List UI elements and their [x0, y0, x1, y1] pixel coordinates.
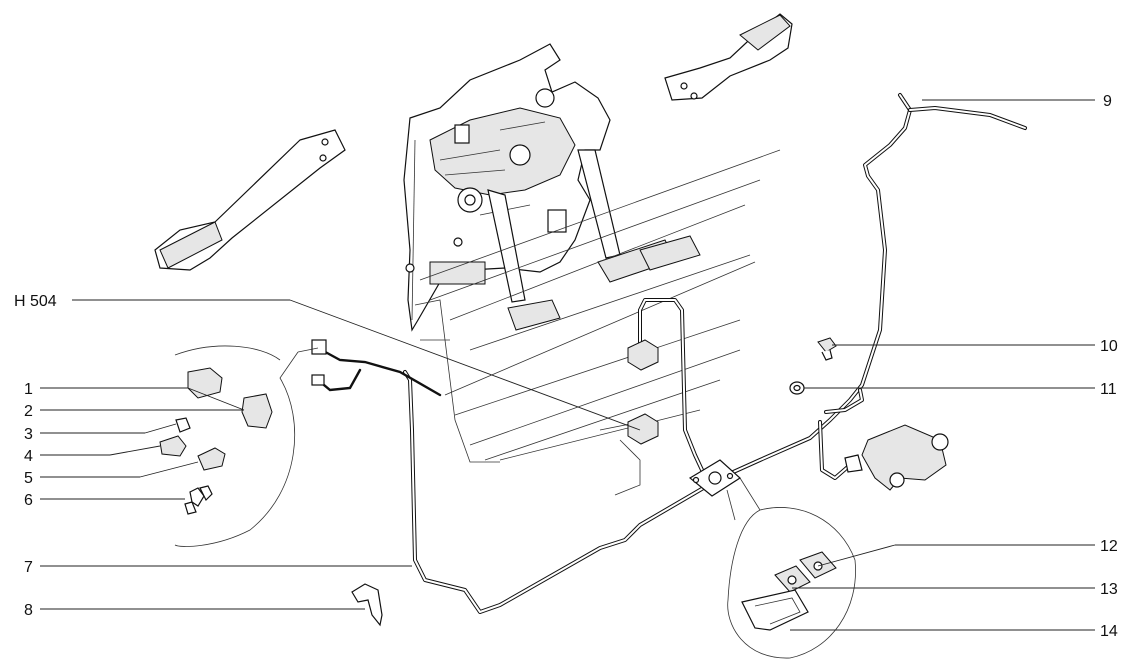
callout-h504: H 504: [14, 293, 57, 310]
callout-9: 9: [1103, 93, 1112, 110]
pipe-clip-upper: [627, 339, 659, 371]
callout-12: 12: [1100, 538, 1118, 555]
hose-left-upper: [311, 339, 442, 397]
part-1-cap: [187, 367, 223, 399]
part-14-plate: [741, 589, 809, 631]
pipe-clip-lower: [627, 413, 659, 445]
part-5-plug: [197, 447, 226, 471]
detail-circle-right: [726, 477, 856, 659]
brake-pipe-left: [403, 93, 912, 614]
callout-13: 13: [1100, 581, 1118, 598]
callout-1: 1: [24, 381, 33, 398]
callout-3: 3: [24, 426, 33, 443]
part-13-bracket: [774, 565, 811, 593]
brake-pipe-vertical: [638, 298, 704, 472]
part-4-block: [159, 435, 187, 457]
detail-circle-left: [174, 345, 319, 547]
part-8-clamp: [351, 583, 383, 627]
pipe-junction-block: [688, 459, 741, 497]
callout-8: 8: [24, 602, 33, 619]
callout-10: 10: [1100, 338, 1118, 355]
part-12-bracket: [799, 551, 837, 579]
callout-2: 2: [24, 403, 33, 420]
callout-11: 11: [1100, 381, 1117, 398]
callout-4: 4: [24, 448, 33, 465]
pedal-arms: [487, 149, 701, 331]
callout-7: 7: [24, 559, 33, 576]
part-2-boot: [241, 393, 273, 429]
pedal-lever-top-right: [664, 13, 793, 101]
pedal-lever-left: [154, 129, 346, 271]
brake-pipe-right-branch: [818, 388, 864, 480]
reservoir-hose: [908, 106, 1027, 130]
callout-6: 6: [24, 492, 33, 509]
washer-11: [789, 381, 805, 395]
callout-5: 5: [24, 470, 33, 487]
part-3-bleeder: [175, 417, 191, 433]
part-6-clips: [184, 485, 213, 515]
fitting-10: [817, 337, 837, 361]
pedal-box-housing: [403, 43, 611, 332]
callout-14: 14: [1100, 623, 1118, 640]
master-cylinder: [844, 424, 949, 491]
leader-lines: [40, 99, 1095, 631]
